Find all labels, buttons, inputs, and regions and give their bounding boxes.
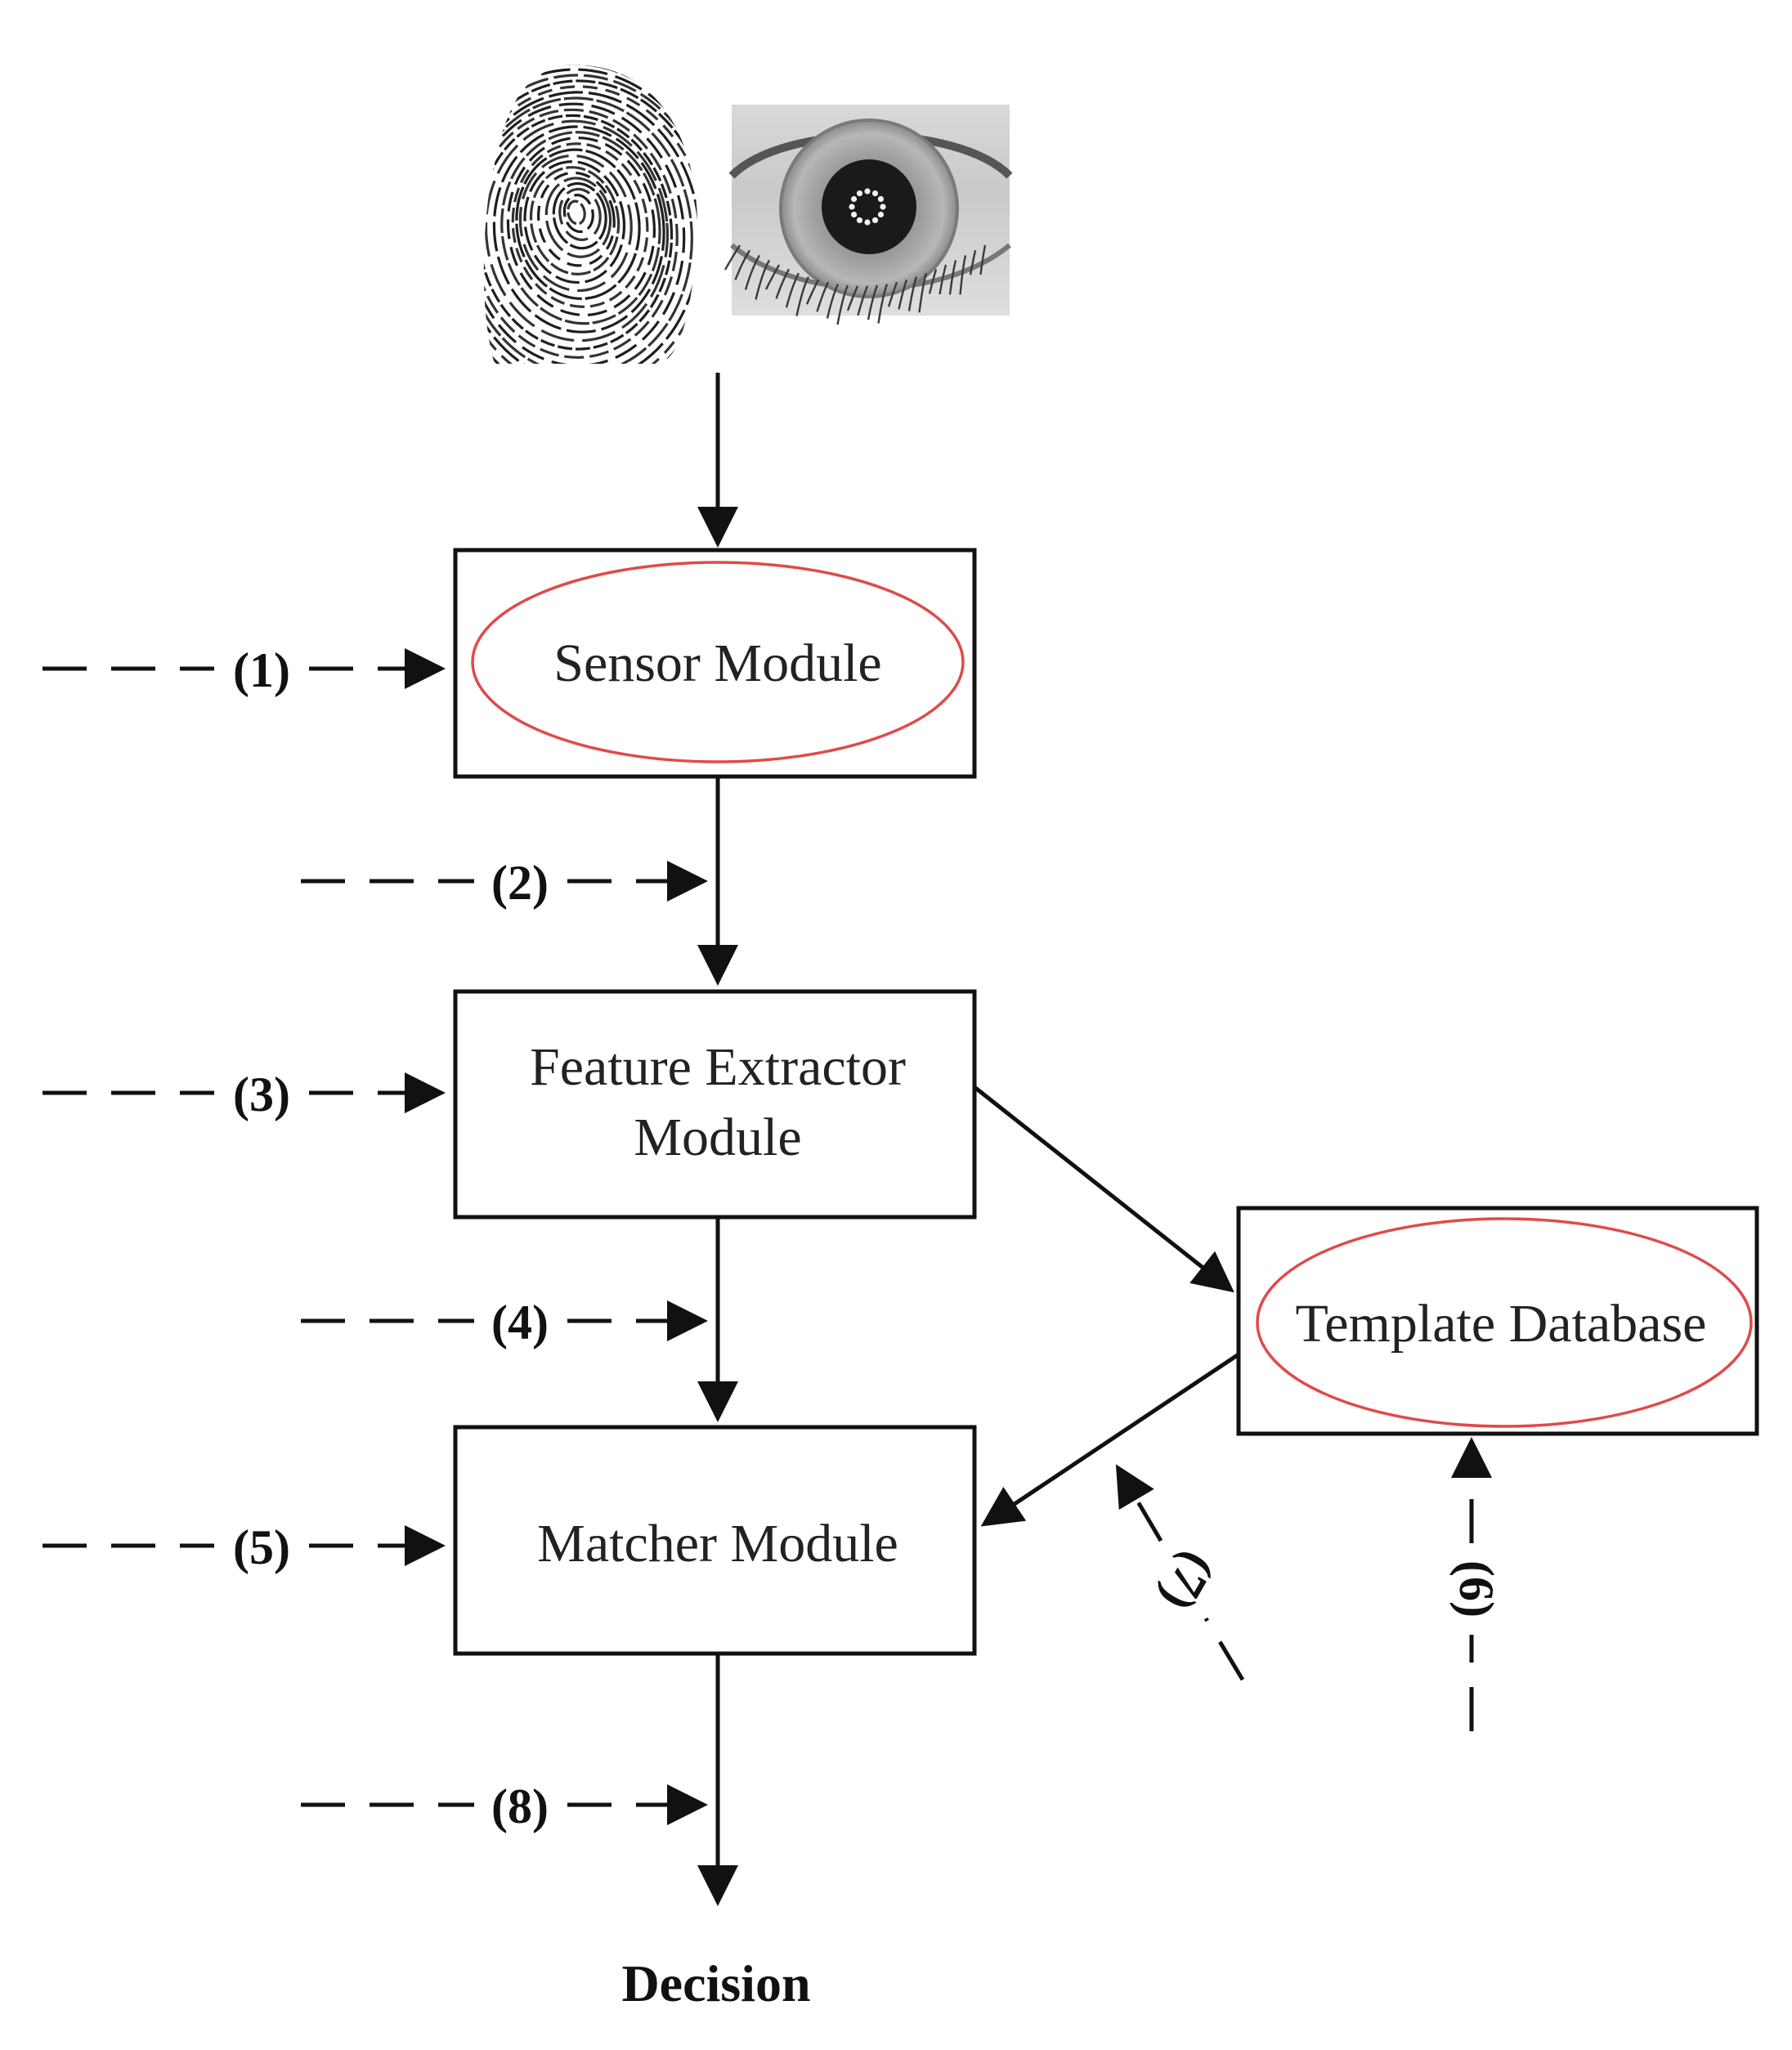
attack-point-3-label: (3) (233, 1068, 290, 1121)
reflection-dot (871, 190, 879, 197)
attack-point-8: (8) (301, 1779, 708, 1833)
template-database-label: Template Database (1296, 1294, 1707, 1354)
eyelash (755, 259, 771, 300)
reflection-dot (880, 204, 886, 210)
attack-point-3: (3) (43, 1068, 446, 1121)
fingerprint-ridge (518, 154, 633, 293)
attack-point-2: (2) (301, 856, 708, 910)
fingerprint-ridge (529, 166, 620, 275)
eyelash (857, 285, 869, 316)
fingerprint-ridge (552, 181, 607, 250)
fingerprint-ridge (492, 125, 665, 333)
attack-point-4-label: (4) (491, 1296, 549, 1350)
template-database-box: Template Database (1236, 1206, 1759, 1436)
eyelash (836, 284, 849, 325)
eyelash (764, 264, 781, 290)
iris-image (724, 105, 1013, 325)
attack-point-5: (5) (43, 1520, 446, 1574)
fingerprint-ridge (483, 96, 693, 365)
eyelash (867, 284, 879, 320)
eyelash (724, 244, 741, 271)
eyelash (928, 269, 938, 294)
attack-point-7-label: (7) (1150, 1543, 1225, 1620)
reflection-dot (877, 195, 885, 203)
fingerprint-ridge (483, 102, 686, 365)
eyelash (734, 249, 751, 280)
fingerprint-ridge (506, 137, 656, 317)
fingerprint-ridge (537, 171, 616, 267)
reflection-dot (856, 217, 863, 224)
eyelash (887, 281, 898, 307)
attack-point-8-label: (8) (491, 1779, 549, 1833)
eyelash (805, 279, 820, 305)
fingerprint-ridge (558, 187, 602, 241)
fingerprint-ridge (483, 65, 697, 365)
fingerprint-ridge (483, 108, 679, 359)
eyelash (785, 272, 800, 308)
fingerprint-ridge (484, 119, 670, 342)
eyelashes (724, 244, 987, 325)
eyelash (898, 279, 908, 310)
database-highlight-ellipse (1256, 1217, 1753, 1428)
eyelash (918, 272, 928, 313)
feature-extractor-module-box: Feature Extractor Module (453, 989, 977, 1220)
eyelash (846, 285, 859, 311)
matcher-module-box: Matcher Module (453, 1425, 977, 1656)
attack-point-7: (7) (1115, 1464, 1245, 1681)
eyelash (795, 275, 810, 316)
eyelash (816, 281, 830, 312)
sensor-module-box: Sensor Module (453, 548, 977, 779)
decision-label: Decision (621, 1954, 810, 2012)
database-to-matcher-arrow (980, 1352, 1240, 1527)
attack-point-6: (6) (1449, 1437, 1503, 1731)
reflection-dot (856, 190, 863, 197)
pupil-reflection-ring (849, 188, 886, 226)
fingerprint-ridge (483, 114, 674, 351)
fingerprint-ridge (511, 142, 649, 308)
eyelash (826, 284, 840, 319)
reflection-dot (864, 219, 871, 226)
eyelash (744, 254, 761, 290)
fingerprint-image (483, 65, 697, 365)
fingerprint-ridge (515, 148, 641, 301)
fingerprint-ridge (544, 177, 612, 258)
reflection-dot (850, 211, 858, 218)
reflection-dot (849, 204, 855, 210)
eyelash (948, 260, 957, 295)
reflection-dot (877, 211, 885, 218)
fingerprint-ridge (523, 160, 626, 284)
eyelash (877, 284, 889, 324)
sensor-highlight-ellipse (471, 561, 965, 763)
matcher-module-label: Matcher Module (537, 1514, 898, 1573)
feature-extractor-label-line2: Module (634, 1108, 801, 1167)
sensor-module-label: Sensor Module (553, 633, 881, 693)
feature-extractor-label-line1: Feature Extractor (530, 1037, 906, 1097)
attack-point-4: (4) (301, 1296, 708, 1350)
reflection-dot (850, 195, 858, 203)
fingerprint-ridge (500, 131, 661, 325)
fingerprint-ridge (483, 91, 697, 365)
attack-point-6-label: (6) (1449, 1560, 1503, 1618)
eyelash (939, 264, 948, 295)
eyelash (979, 244, 987, 275)
eyelash (969, 250, 977, 275)
attack-point-2-label: (2) (491, 856, 549, 910)
attack-point-1-label: (1) (233, 643, 290, 697)
attack-point-5-label: (5) (233, 1520, 290, 1574)
eyelash (959, 255, 967, 295)
attack-point-1: (1) (43, 643, 446, 697)
eyelash (907, 276, 918, 311)
fingerprint-ridge (567, 199, 586, 226)
fingerprint-ridge (483, 74, 697, 365)
reflection-dot (864, 188, 871, 195)
feature-to-database-arrow (973, 1085, 1234, 1293)
eyelash (775, 268, 791, 299)
reflection-dot (871, 217, 879, 224)
fingerprint-ridge (562, 194, 594, 234)
